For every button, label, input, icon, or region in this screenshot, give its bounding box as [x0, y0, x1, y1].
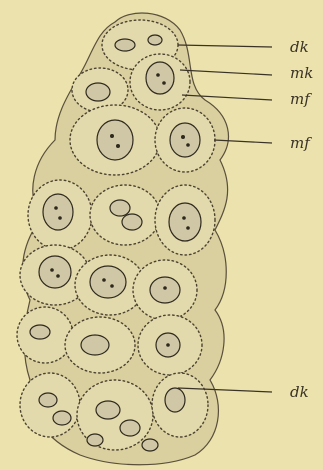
nucleolus — [54, 206, 58, 210]
nucleolus — [110, 284, 114, 288]
nucleolus — [182, 216, 186, 220]
nucleus — [170, 123, 200, 157]
nucleus — [39, 393, 57, 407]
nucleus — [120, 420, 140, 436]
nucleolus — [162, 81, 166, 85]
nucleus — [30, 325, 50, 339]
nucleus — [81, 335, 109, 355]
nucleus — [86, 83, 110, 101]
nucleolus — [110, 134, 114, 138]
nucleolus — [156, 73, 160, 77]
nucleus — [90, 266, 126, 298]
nucleolus — [56, 274, 60, 278]
nucleolus — [116, 144, 120, 148]
nucleus — [43, 194, 73, 230]
leader-line-mk — [180, 70, 272, 75]
nucleus — [53, 411, 71, 425]
nucleus — [115, 39, 135, 51]
label-dk-bottom: dk — [290, 383, 309, 401]
nucleolus — [102, 278, 106, 282]
nucleus — [148, 35, 162, 45]
leader-line-dk-top — [178, 45, 272, 47]
nucleus — [39, 256, 71, 288]
nucleolus — [50, 268, 54, 272]
label-dk-top: dk — [290, 38, 309, 56]
nucleolus — [186, 143, 190, 147]
nucleolus — [166, 343, 170, 347]
annotation-labels: dk mk mf mf dk — [290, 38, 313, 401]
nucleolus — [58, 216, 62, 220]
nucleus — [165, 388, 185, 412]
nucleolus — [163, 286, 167, 290]
nucleus — [87, 434, 103, 446]
nucleus — [146, 62, 174, 94]
nucleus — [142, 439, 158, 451]
nucleus — [96, 401, 120, 419]
nucleus — [122, 214, 142, 230]
nucleus — [169, 203, 201, 241]
label-mf-1: mf — [290, 90, 312, 108]
label-mk: mk — [290, 64, 313, 82]
nucleolus — [186, 226, 190, 230]
nucleolus — [181, 135, 185, 139]
nucleus — [150, 277, 180, 303]
nucleus — [97, 120, 133, 160]
nucleus — [110, 200, 130, 216]
label-mf-2: mf — [290, 134, 312, 152]
